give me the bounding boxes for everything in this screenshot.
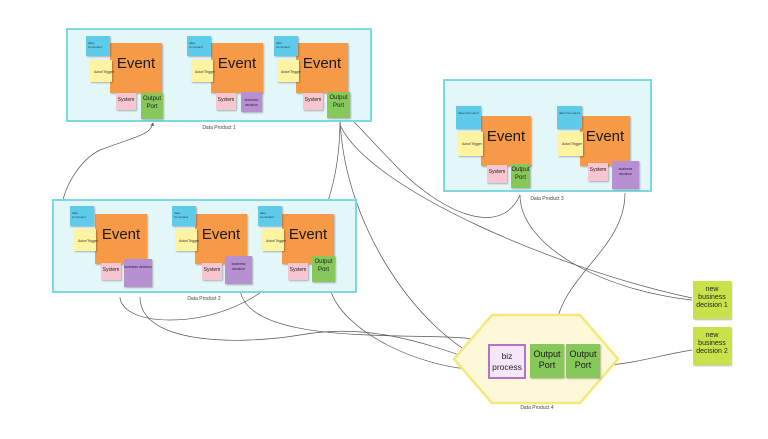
event-sticky[interactable]: Event bbox=[580, 116, 630, 166]
event-title: Event bbox=[201, 226, 241, 243]
system-sticky[interactable]: System bbox=[487, 165, 507, 183]
business-decision-sticky[interactable]: business decision bbox=[612, 161, 639, 189]
output-port-sticky[interactable]: Output Port bbox=[141, 93, 163, 119]
command-sticky[interactable]: data Command bbox=[456, 106, 481, 129]
edge-dp2-to-dp4-b bbox=[239, 289, 481, 341]
actor-sticky[interactable]: Actor/Trigger bbox=[191, 60, 215, 82]
actor-sticky[interactable]: Actor/Trigger bbox=[262, 229, 286, 251]
event-sticky[interactable]: Event bbox=[110, 43, 162, 93]
edge-dp1-to-nbd1 bbox=[339, 124, 693, 299]
output-port-sticky[interactable]: Output Port bbox=[511, 164, 530, 188]
output-port-sticky[interactable]: Output Port bbox=[530, 344, 564, 378]
output-port-sticky[interactable]: Output Port bbox=[312, 256, 335, 282]
edge-dp1-to-dp4 bbox=[339, 119, 481, 359]
event-sticky[interactable]: Event bbox=[296, 43, 348, 93]
output-port-sticky[interactable]: Output Port bbox=[327, 92, 350, 118]
data-product-3-label: Data Product 3 bbox=[530, 196, 564, 202]
command-sticky[interactable]: data Command bbox=[70, 206, 94, 226]
event-sticky[interactable]: Event bbox=[195, 214, 247, 264]
event-sticky[interactable]: Event bbox=[282, 214, 334, 264]
actor-sticky[interactable]: Actor/Trigger bbox=[175, 229, 199, 251]
output-port-sticky[interactable]: Output Port bbox=[566, 344, 600, 378]
system-sticky[interactable]: System bbox=[101, 263, 121, 280]
business-decision-sticky[interactable]: business decision bbox=[225, 256, 252, 284]
event-title: Event bbox=[486, 128, 526, 145]
data-product-4-label: Data Product 4 bbox=[520, 405, 554, 411]
event-title: Event bbox=[101, 226, 141, 243]
event-sticky[interactable]: Event bbox=[211, 43, 263, 93]
data-product-2-label: Data Product 2 bbox=[187, 296, 221, 302]
command-sticky[interactable]: data Command bbox=[172, 206, 196, 226]
actor-sticky[interactable]: Actor/Trigger bbox=[458, 132, 483, 156]
event-title: Event bbox=[288, 226, 328, 243]
event-sticky[interactable]: Event bbox=[95, 214, 147, 264]
system-sticky[interactable]: System bbox=[116, 93, 136, 110]
actor-sticky[interactable]: Actor/Trigger bbox=[277, 60, 301, 82]
event-title: Event bbox=[302, 55, 342, 72]
event-title: Event bbox=[217, 55, 257, 72]
event-title: Event bbox=[116, 55, 156, 72]
command-sticky[interactable]: data Command bbox=[86, 36, 110, 56]
event-title: Event bbox=[585, 128, 625, 145]
biz-process-box[interactable]: biz process bbox=[488, 344, 526, 379]
command-sticky[interactable]: data Command bbox=[274, 36, 298, 56]
system-sticky[interactable]: System bbox=[202, 263, 222, 280]
edge-dp2-to-dp4-a bbox=[139, 296, 481, 363]
event-sticky[interactable]: Event bbox=[481, 116, 531, 166]
new-business-decision-1-sticky[interactable]: new business decision 1 bbox=[693, 281, 731, 319]
command-sticky[interactable]: data Command bbox=[557, 106, 582, 129]
business-decision-sticky[interactable]: business decision bbox=[124, 259, 152, 287]
command-sticky[interactable]: data Command bbox=[258, 206, 282, 226]
edge-dp3-to-dp4 bbox=[553, 192, 626, 333]
new-business-decision-2-sticky[interactable]: new business decision 2 bbox=[693, 327, 731, 365]
actor-sticky[interactable]: Actor/Trigger bbox=[558, 132, 583, 156]
actor-sticky[interactable]: Actor/Trigger bbox=[90, 60, 114, 82]
data-product-1-label: Data Product 1 bbox=[202, 125, 236, 131]
command-sticky[interactable]: data Command bbox=[187, 36, 211, 56]
edge-dp3-to-nbd1 bbox=[519, 194, 693, 301]
system-sticky[interactable]: System bbox=[288, 263, 308, 280]
system-sticky[interactable]: System bbox=[588, 163, 608, 181]
system-sticky[interactable]: System bbox=[303, 93, 323, 110]
actor-sticky[interactable]: Actor/Trigger bbox=[74, 229, 98, 251]
business-decision-sticky[interactable]: business decision bbox=[241, 92, 262, 112]
system-sticky[interactable]: System bbox=[216, 93, 236, 110]
